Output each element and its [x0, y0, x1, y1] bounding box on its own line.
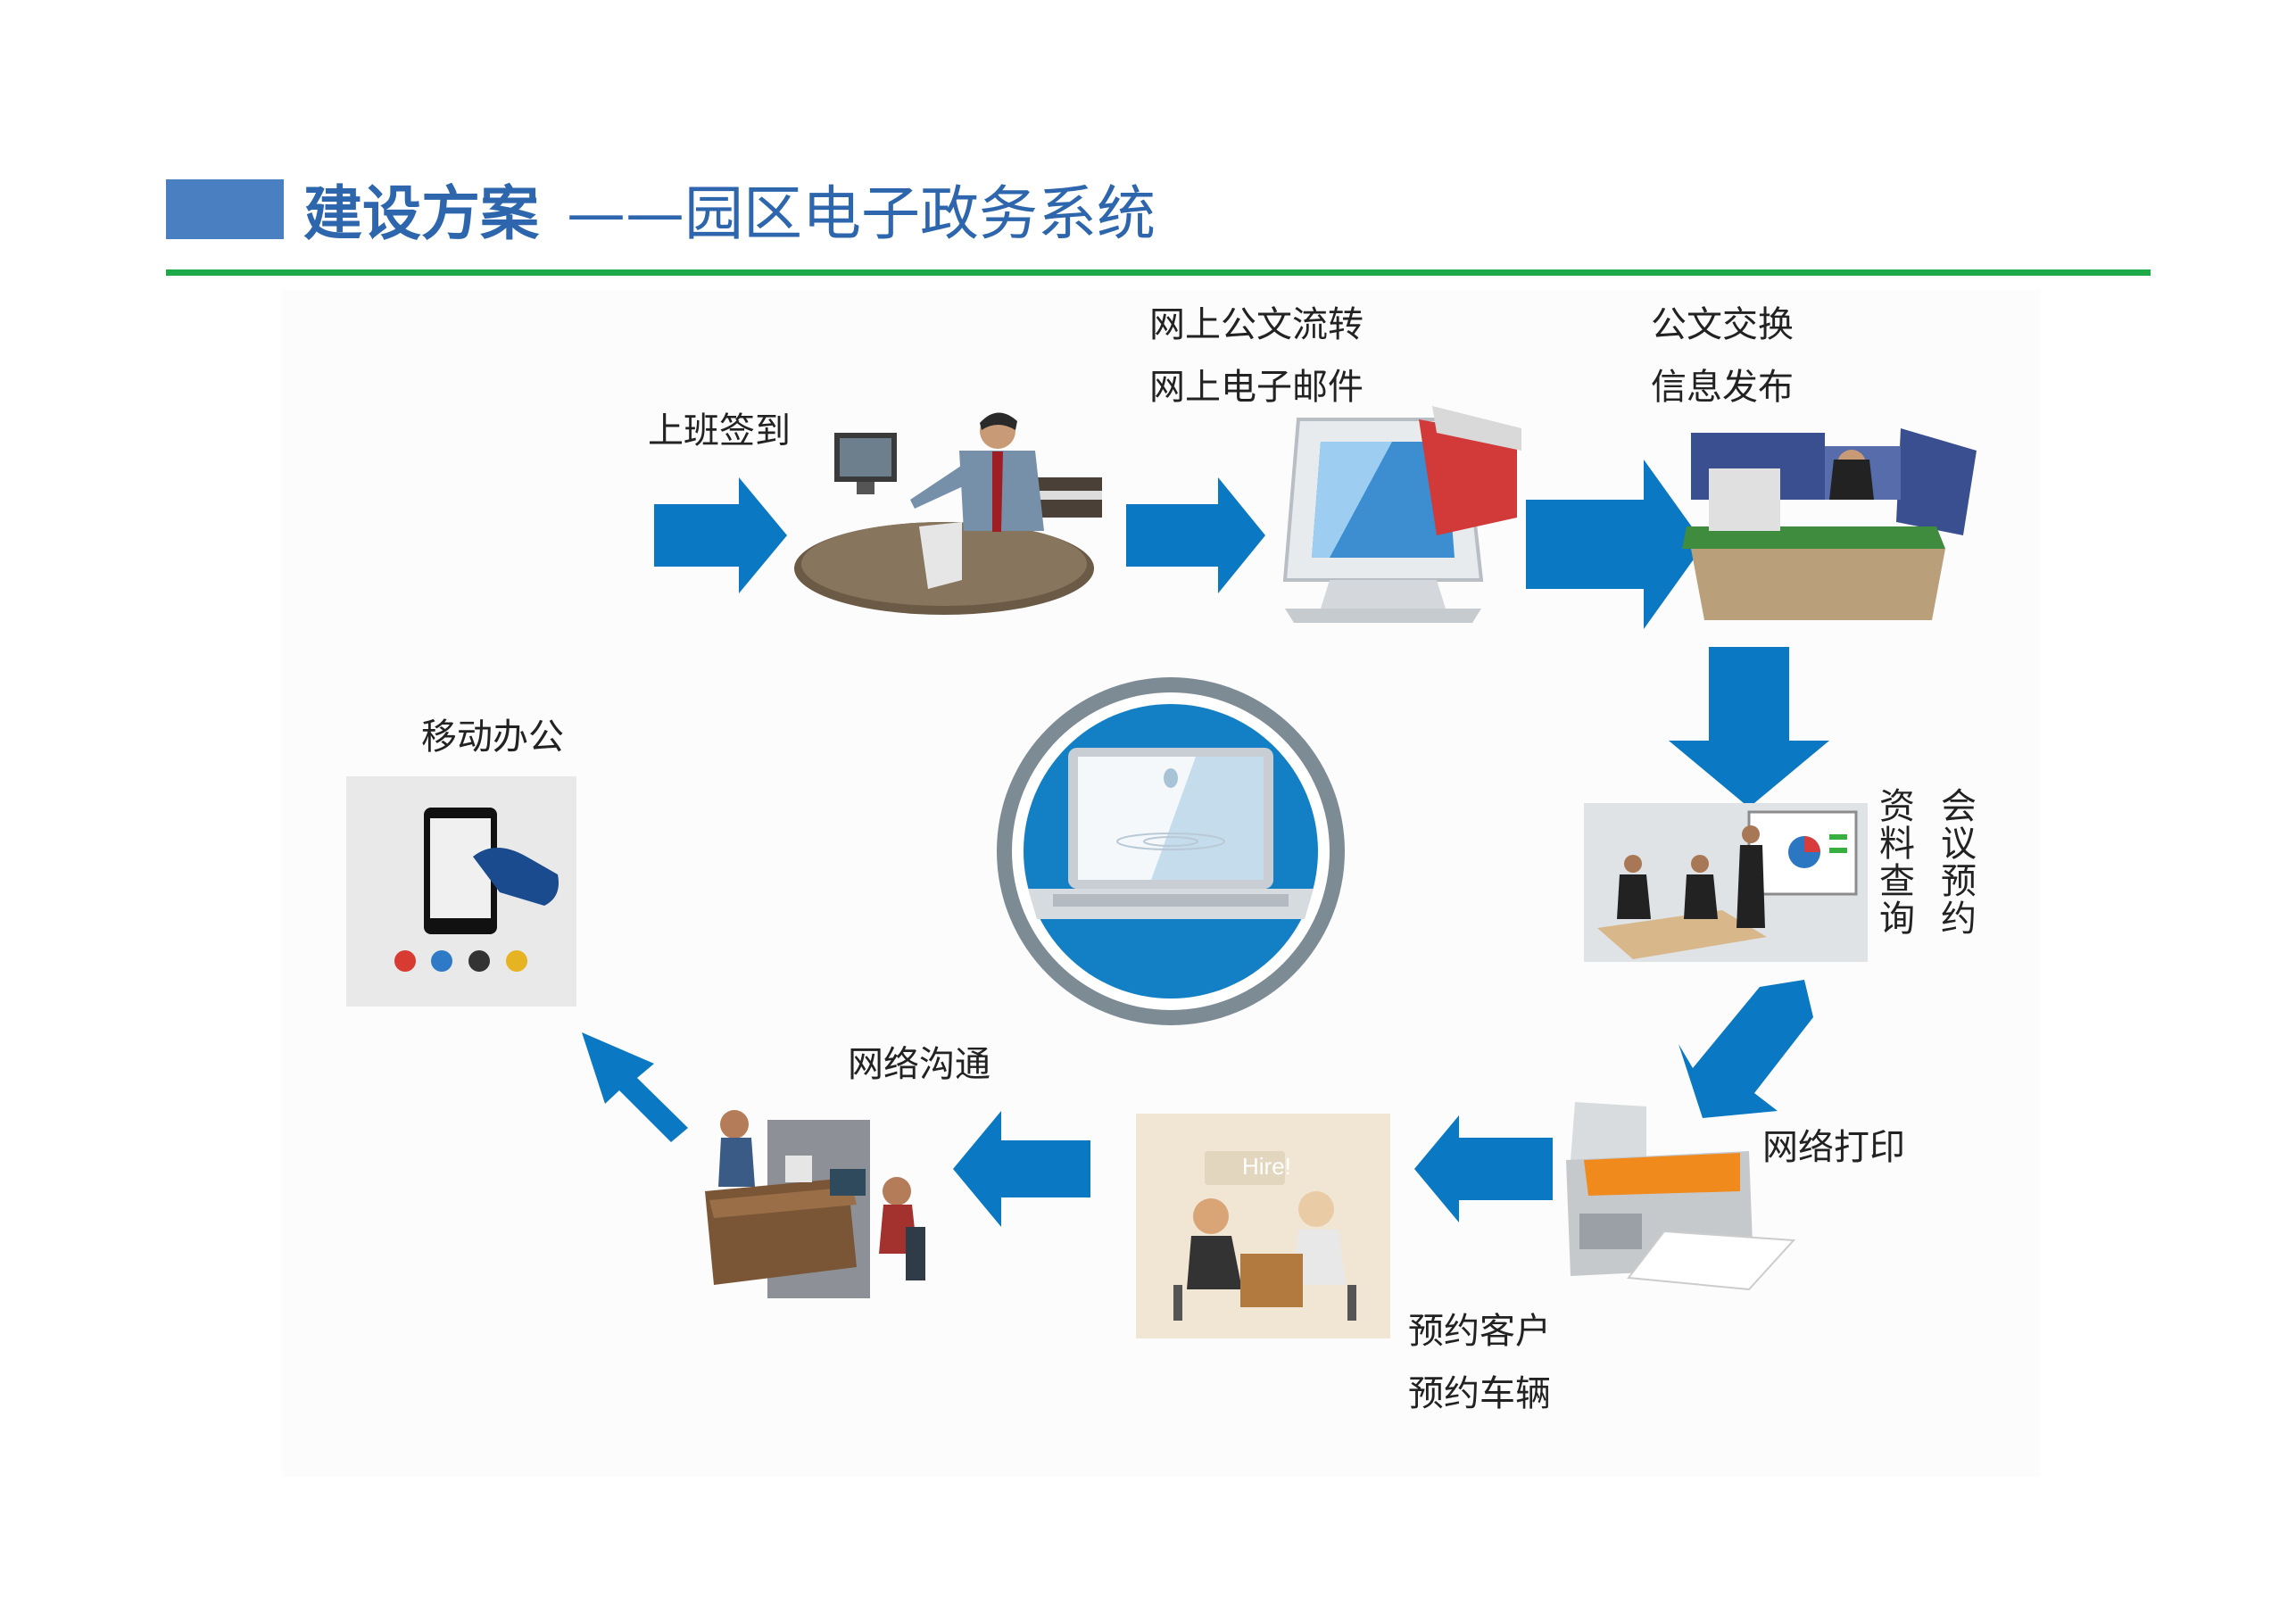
network-communication-illustration [705, 1110, 925, 1298]
label-data-query: 资料查询 [1873, 787, 1914, 937]
hire-sign-text: Hire! [1242, 1153, 1291, 1180]
page-title: 建设方案 [303, 179, 539, 248]
label-info-publish: 信息发布 [1651, 367, 1794, 408]
label-print: 网络打印 [1762, 1127, 1905, 1168]
hire-meeting-illustration [1136, 1114, 1390, 1338]
printer-illustration [1566, 1102, 1796, 1291]
arrow-down [1669, 647, 1829, 808]
label-email: 网上电子邮件 [1149, 367, 1364, 408]
arrow-down-left [1678, 980, 1813, 1118]
label-doc-flow: 网上公文流转 [1149, 304, 1364, 345]
title-accent-block [166, 179, 284, 239]
page-subtitle: ——园区电子政务系统 [567, 179, 1156, 248]
label-comm: 网络沟通 [848, 1044, 991, 1085]
label-mobile: 移动办公 [421, 717, 564, 758]
checkin-desk-illustration [794, 412, 1102, 615]
title-underline [166, 269, 2151, 276]
arrow-right-2 [1126, 477, 1265, 593]
arrow-up-left [582, 1032, 688, 1142]
arrow-right-3 [1526, 460, 1704, 629]
label-doc-exchange: 公文交换 [1651, 304, 1794, 345]
label-checkin: 上班签到 [648, 410, 791, 452]
crt-monitor-folder-illustration [1282, 406, 1521, 623]
label-meeting: 会议预约 [1935, 787, 1976, 937]
label-vehicle: 预约车辆 [1408, 1373, 1551, 1414]
office-cubicle-illustration [1682, 428, 1977, 620]
arrow-left-1 [1414, 1115, 1553, 1222]
center-laptop-illustration [997, 677, 1345, 1025]
arrow-right-1 [654, 477, 787, 593]
arrow-left-2 [953, 1111, 1090, 1227]
mobile-office-illustration [346, 776, 576, 1007]
label-client: 预约客户 [1408, 1311, 1551, 1352]
meeting-room-illustration [1584, 803, 1868, 962]
